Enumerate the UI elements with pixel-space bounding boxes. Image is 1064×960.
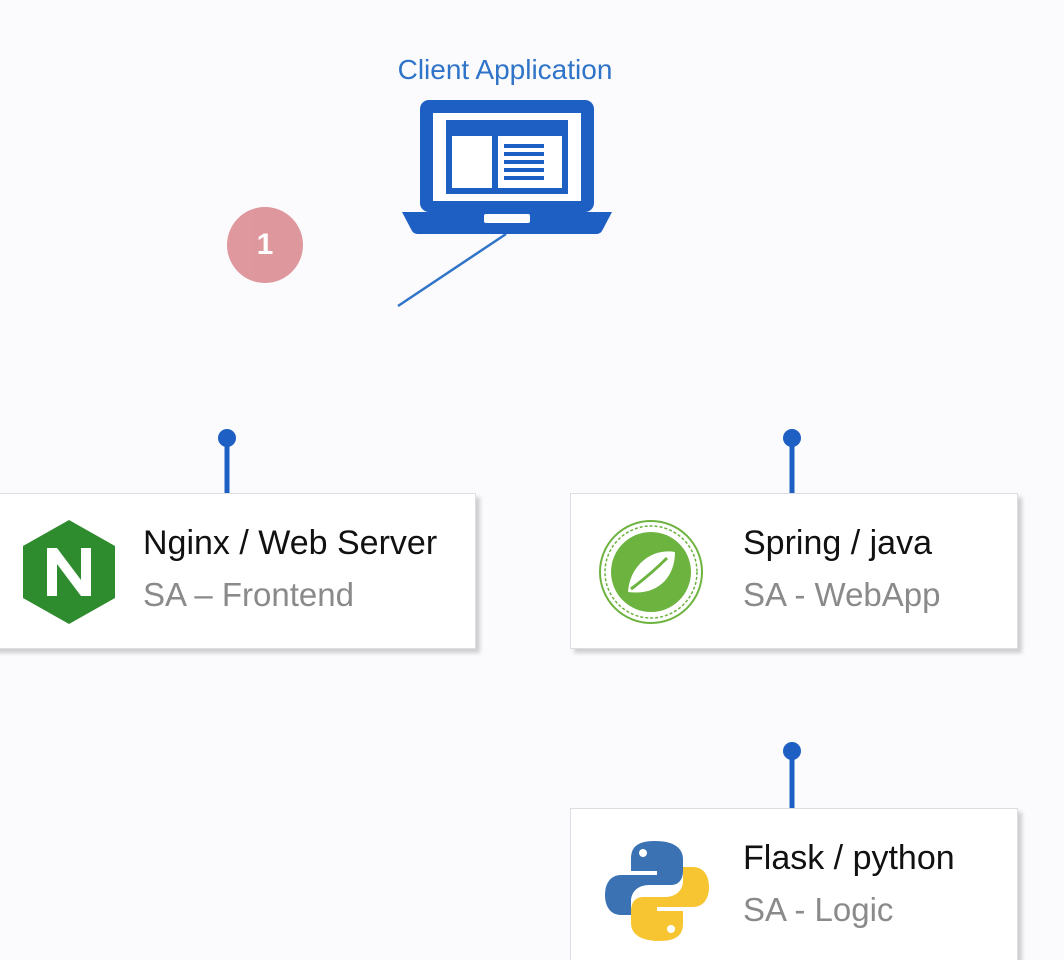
spring-service-card[interactable]: Spring / java SA - WebApp: [570, 493, 1018, 649]
laptop-icon[interactable]: [402, 100, 612, 235]
nginx-connector-dot[interactable]: [218, 429, 236, 447]
python-icon: [605, 841, 709, 941]
nginx-service-title: Nginx / Web Server: [143, 524, 438, 562]
spring-service-title: Spring / java: [743, 524, 932, 562]
spring-icon: [599, 520, 703, 624]
spring-service-subtitle: SA - WebApp: [743, 576, 941, 613]
spring-connector-dot[interactable]: [783, 429, 801, 447]
flask-service-subtitle: SA - Logic: [743, 891, 894, 928]
client-application-label: Client Application: [397, 54, 613, 85]
step-badge[interactable]: 1: [227, 207, 303, 283]
nginx-icon: [23, 520, 115, 624]
flask-service-card[interactable]: Flask / python SA - Logic: [570, 808, 1018, 960]
flask-service-title: Flask / python: [743, 839, 955, 877]
flask-connector-dot[interactable]: [783, 742, 801, 760]
client-connector-line: [397, 232, 507, 308]
nginx-service-subtitle: SA – Frontend: [143, 576, 354, 613]
nginx-service-card[interactable]: Nginx / Web Server SA – Frontend: [0, 493, 476, 649]
